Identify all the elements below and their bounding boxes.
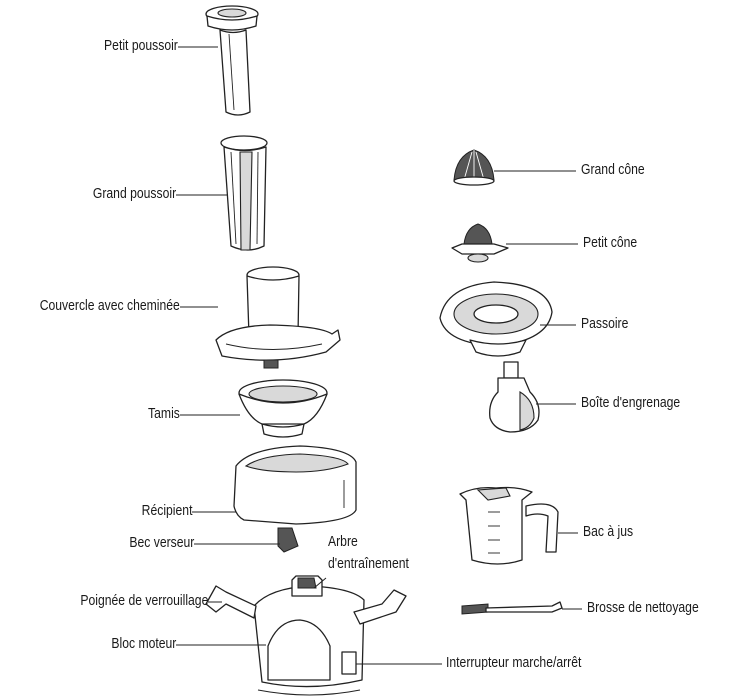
bac-jus-illustration	[459, 486, 559, 565]
label-arbre-line1: Arbre	[328, 534, 358, 550]
label-petit-cone: Petit cône	[583, 235, 638, 251]
label-passoire: Passoire	[581, 316, 629, 332]
label-brosse: Brosse de nettoyage	[587, 600, 699, 616]
boite-engrenage-illustration	[489, 361, 540, 433]
label-grand-poussoir: Grand poussoir	[92, 186, 176, 202]
label-bloc-moteur: Bloc moteur	[111, 636, 176, 652]
tamis-illustration	[238, 379, 328, 438]
petit-cone-illustration	[451, 223, 509, 263]
label-bac-jus: Bac à jus	[583, 524, 634, 540]
leader-lines	[176, 46, 582, 665]
bloc-moteur-illustration	[205, 575, 407, 696]
label-arbre-line2: d'entraînement	[328, 556, 409, 572]
grand-cone-illustration	[453, 149, 495, 186]
label-grand-cone: Grand cône	[581, 162, 645, 178]
label-interrupteur: Interrupteur marche/arrêt	[446, 655, 582, 671]
label-couvercle: Couvercle avec cheminée	[39, 298, 180, 314]
label-boite-engrenage: Boîte d'engrenage	[581, 395, 681, 411]
passoire-illustration	[439, 281, 553, 357]
label-recipient: Récipient	[141, 503, 192, 519]
couvercle-illustration	[215, 266, 341, 369]
brosse-illustration	[461, 601, 563, 615]
label-tamis: Tamis	[148, 406, 180, 422]
label-poignee: Poignée de verrouillage	[80, 593, 208, 609]
label-bec-verseur: Bec verseur	[129, 535, 194, 551]
recipient-illustration	[233, 445, 357, 553]
petit-poussoir-illustration	[205, 5, 259, 116]
grand-poussoir-illustration	[220, 135, 268, 251]
label-petit-poussoir: Petit poussoir	[104, 38, 178, 54]
